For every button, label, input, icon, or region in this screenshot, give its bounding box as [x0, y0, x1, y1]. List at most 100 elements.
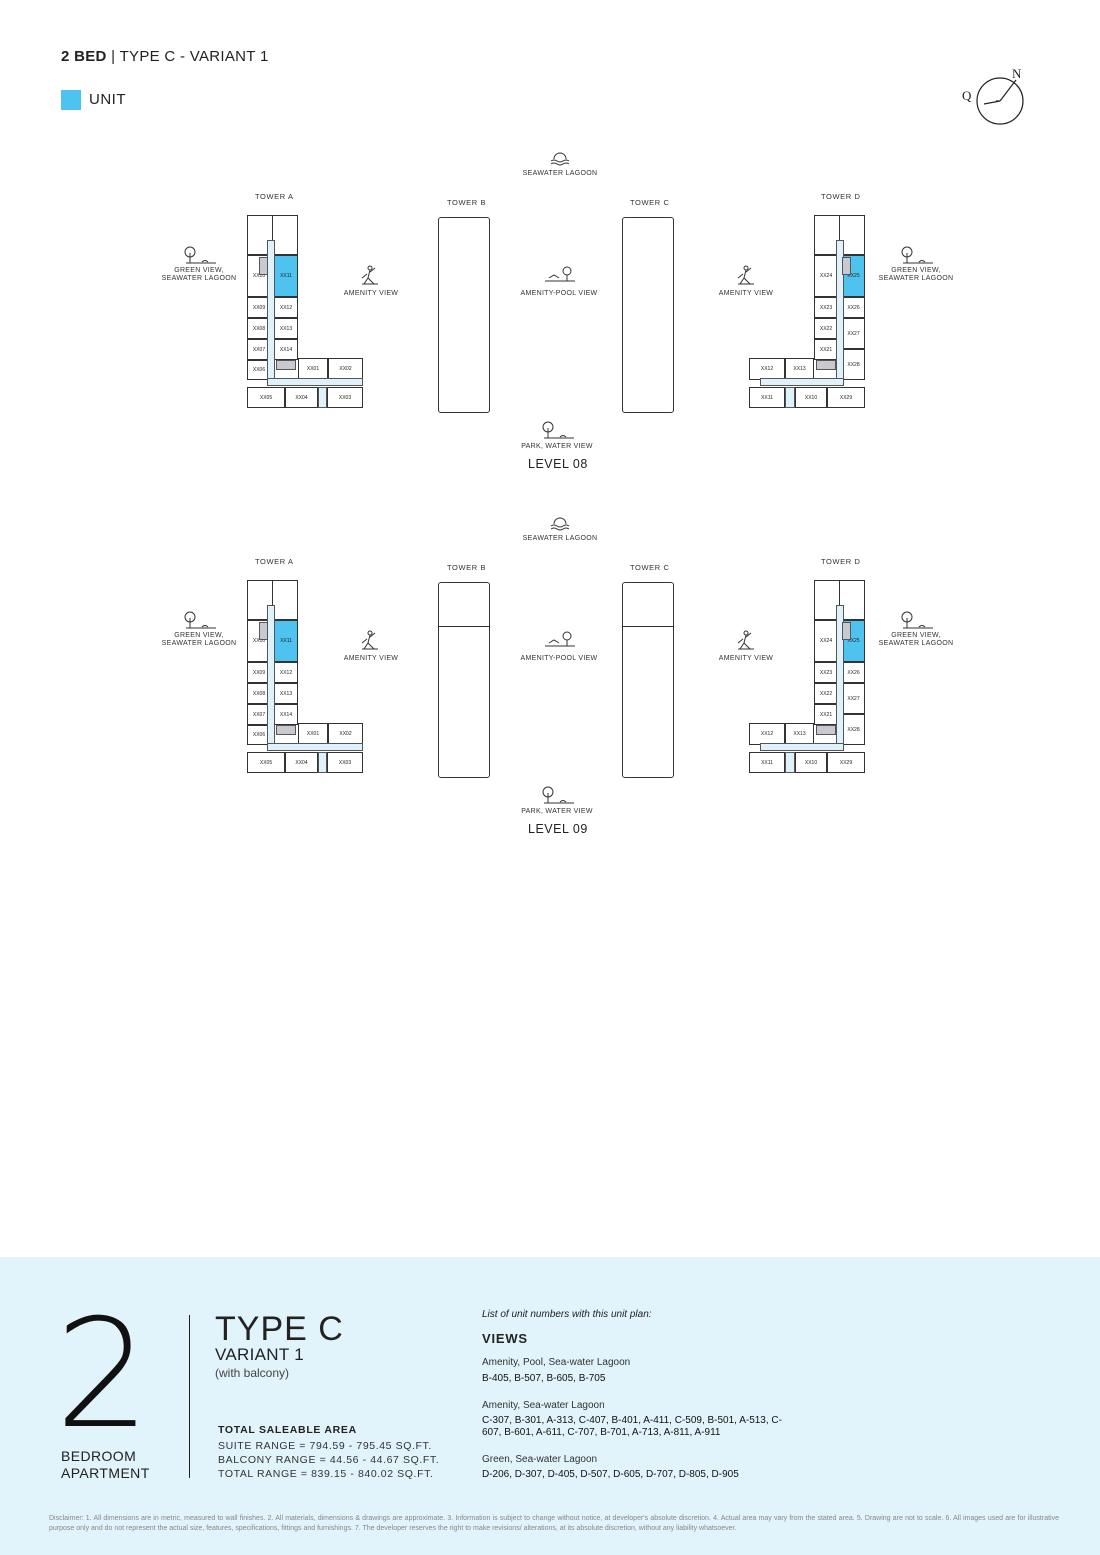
unit: XX10 — [795, 752, 827, 773]
tower-c-block — [622, 217, 674, 413]
unit: XX05 — [247, 752, 285, 773]
green-view-label-a: GREEN VIEW, SEAWATER LAGOON — [161, 632, 237, 647]
compass-north: N — [1012, 66, 1022, 81]
core — [259, 622, 268, 640]
park-water-view-label: PARK, WATER VIEW — [521, 443, 593, 450]
disclaimer: Disclaimer: 1. All dimensions are in met… — [49, 1515, 1059, 1532]
corridor — [785, 752, 795, 773]
area-title: TOTAL SALEABLE AREA — [218, 1424, 357, 1436]
unit: XX29 — [827, 752, 865, 773]
unit: XX23 — [814, 297, 838, 318]
compass-west: Q — [962, 88, 972, 103]
corridor — [760, 743, 844, 751]
unit: XX11 — [749, 387, 785, 408]
tower-b-block — [438, 582, 490, 778]
park-tree-icon — [538, 420, 578, 447]
tree-icon — [897, 610, 937, 637]
views-intro: List of unit numbers with this unit plan… — [482, 1309, 652, 1320]
view-group-units: D-206, D-307, D-405, D-507, D-605, D-707… — [482, 1469, 739, 1480]
unit: XX12 — [749, 723, 785, 745]
unit: XX03 — [327, 752, 363, 773]
unit: XX08 — [247, 318, 271, 339]
unit: XX13 — [274, 683, 298, 704]
seawater-lagoon-icon — [547, 515, 573, 536]
park-water-view-label: PARK, WATER VIEW — [521, 808, 593, 815]
amenity-person-icon — [734, 629, 758, 658]
tower-d-label: TOWER D — [821, 192, 861, 201]
unit: XX10 — [795, 387, 827, 408]
green-view-label-d: GREEN VIEW, SEAWATER LAGOON — [878, 267, 954, 282]
divider — [189, 1315, 190, 1478]
core — [842, 257, 851, 275]
corridor — [267, 605, 275, 747]
seawater-lagoon-icon — [547, 150, 573, 171]
unit — [814, 580, 840, 620]
tree-icon — [897, 245, 937, 272]
summary-panel — [0, 1257, 1100, 1555]
unit: XX04 — [285, 387, 318, 408]
tower-divider — [623, 626, 673, 627]
view-group-name: Amenity, Sea-water Lagoon — [482, 1400, 605, 1411]
tower-divider — [439, 626, 489, 627]
seawater-lagoon-label: SEAWATER LAGOON — [522, 535, 598, 542]
bedroom-label-1: BEDROOM — [61, 1448, 137, 1464]
unit: XX14 — [274, 339, 298, 360]
unit: XX04 — [285, 752, 318, 773]
unit: XX24 — [814, 620, 838, 662]
tower-a-label: TOWER A — [255, 192, 294, 201]
separator: | — [111, 48, 116, 65]
unit: XX11 — [749, 752, 785, 773]
balcony-range: BALCONY RANGE = 44.56 - 44.67 SQ.FT. — [218, 1454, 440, 1466]
unit: XX26 — [842, 297, 865, 318]
core — [276, 360, 296, 370]
park-tree-icon — [538, 785, 578, 812]
green-view-label-a: GREEN VIEW, SEAWATER LAGOON — [161, 267, 237, 282]
seawater-lagoon-label: SEAWATER LAGOON — [522, 170, 598, 177]
unit: XX21 — [814, 339, 838, 360]
unit: XX13 — [274, 318, 298, 339]
green-view-label-d: GREEN VIEW, SEAWATER LAGOON — [878, 632, 954, 647]
unit: XX23 — [814, 662, 838, 683]
unit: XX01 — [298, 723, 328, 745]
amenity-person-icon — [358, 264, 382, 293]
amenity-person-icon — [358, 629, 382, 658]
unit: XX29 — [827, 387, 865, 408]
corridor — [760, 378, 844, 386]
level-name: LEVEL 09 — [528, 822, 588, 836]
highlighted-unit: XX11 — [274, 620, 298, 662]
unit: XX12 — [274, 297, 298, 318]
corridor — [318, 752, 327, 773]
view-group-units: B-405, B-507, B-605, B-705 — [482, 1373, 606, 1384]
unit: XX14 — [274, 704, 298, 725]
bedroom-label-2: APARTMENT — [61, 1465, 150, 1481]
amenity-view-label-a: AMENITY VIEW — [343, 655, 399, 662]
tower-c-label: TOWER C — [630, 198, 670, 207]
unit-legend-label: UNIT — [89, 91, 126, 108]
corridor — [785, 387, 795, 408]
unit — [272, 215, 298, 255]
unit: XX13 — [785, 358, 814, 380]
variant-title: VARIANT 1 — [215, 1345, 304, 1364]
bed-count: 2 BED — [61, 48, 107, 65]
unit: XX13 — [785, 723, 814, 745]
corridor — [267, 378, 363, 386]
suite-range: SUITE RANGE = 794.59 - 795.45 SQ.FT. — [218, 1440, 432, 1452]
amenity-view-label-d: AMENITY VIEW — [718, 290, 774, 297]
unit — [272, 580, 298, 620]
bedroom-count: 2 — [55, 1288, 151, 1462]
unit: XX27 — [842, 318, 865, 349]
amenity-view-label-d: AMENITY VIEW — [718, 655, 774, 662]
total-range: TOTAL RANGE = 839.15 - 840.02 SQ.FT. — [218, 1468, 434, 1480]
tower-a-label: TOWER A — [255, 557, 294, 566]
unit: XX02 — [328, 723, 363, 745]
tree-icon — [180, 245, 220, 272]
unit-type: TYPE C - VARIANT 1 — [119, 48, 269, 65]
tower-c-block — [622, 582, 674, 778]
type-title: TYPE C — [215, 1310, 344, 1348]
unit: XX26 — [842, 662, 865, 683]
corridor — [267, 743, 363, 751]
unit: XX21 — [814, 704, 838, 725]
pool-icon — [543, 266, 577, 289]
